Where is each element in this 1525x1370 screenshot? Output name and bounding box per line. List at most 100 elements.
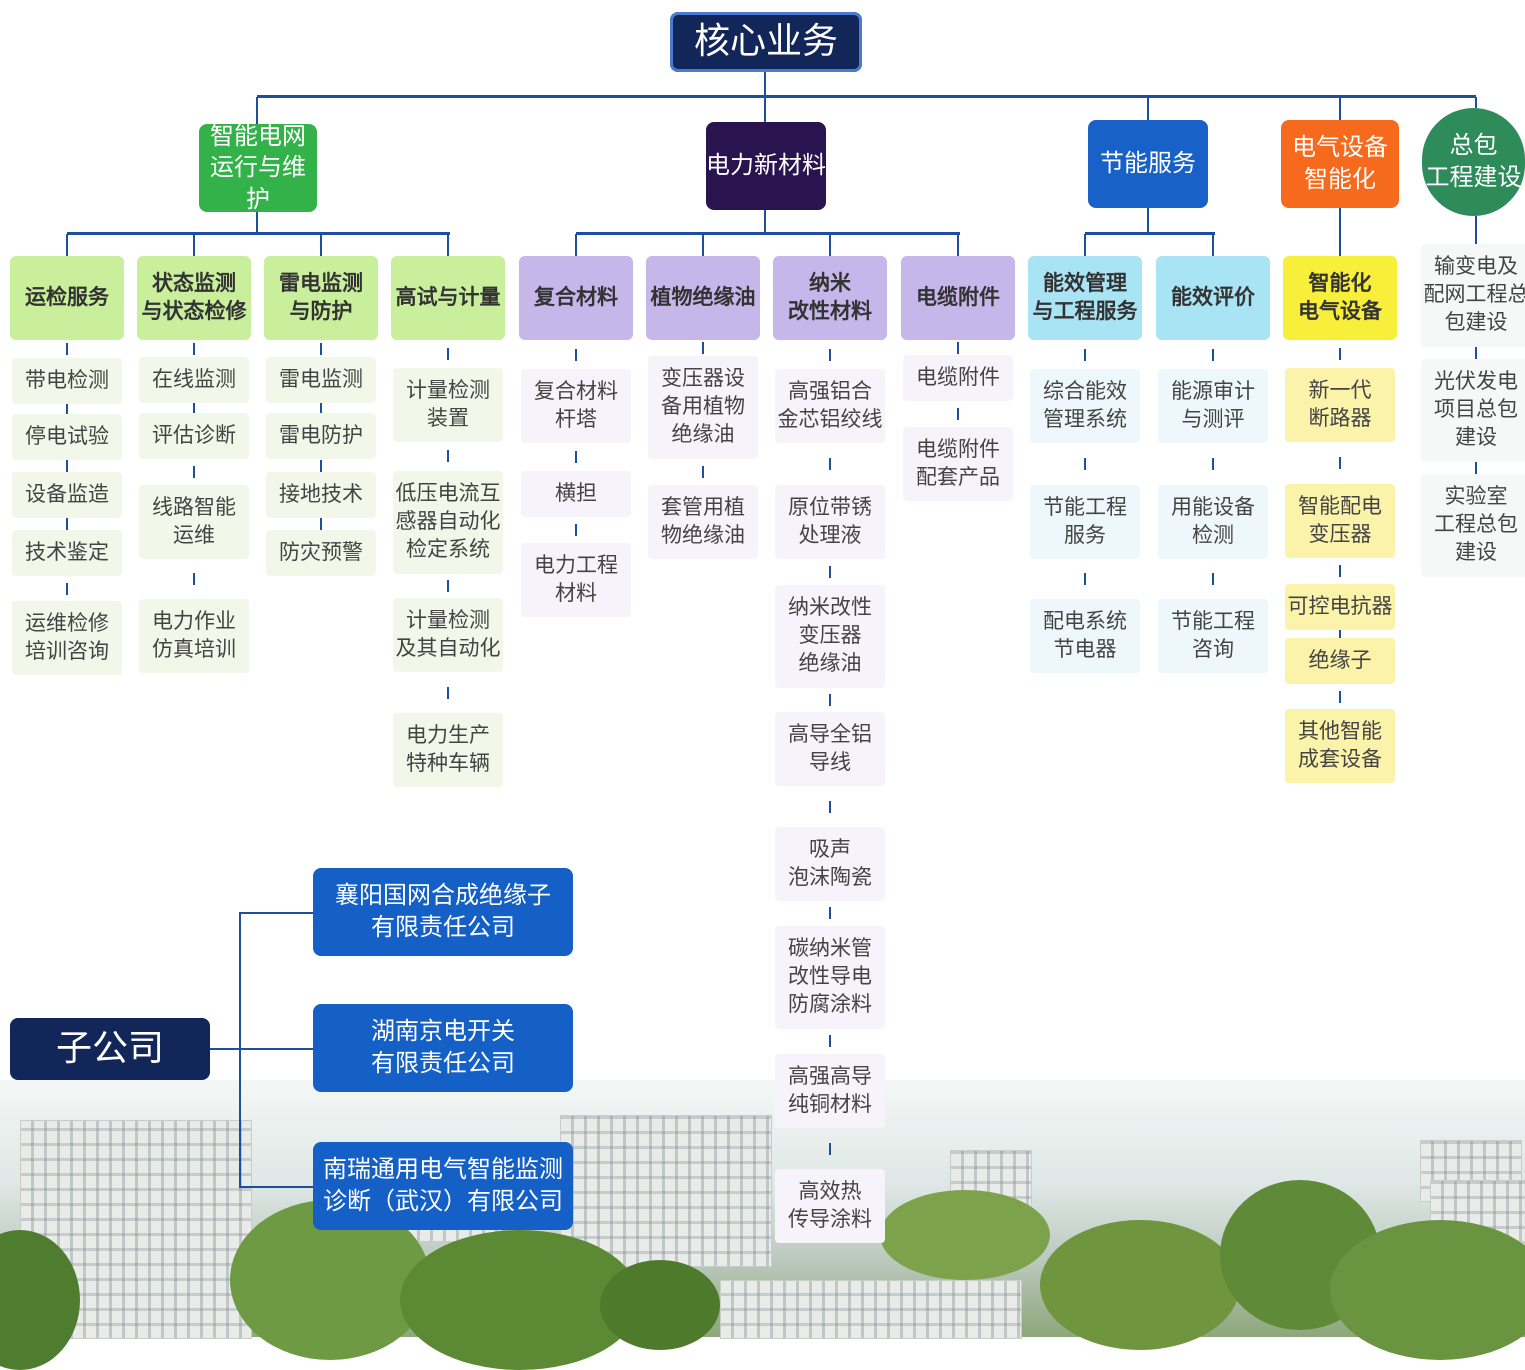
column-item: 电力工程 材料 (521, 543, 631, 617)
column-header: 雷电监测 与防护 (264, 256, 378, 340)
tree (1040, 1220, 1240, 1350)
connector-tick (829, 566, 831, 578)
connector-tick (66, 460, 68, 472)
category-3: 节能服务 (1088, 120, 1208, 208)
column-item: 新一代 断路器 (1285, 368, 1395, 442)
connector-tick (575, 524, 577, 536)
connector-tick (66, 583, 68, 595)
company-connector (240, 1048, 313, 1050)
column-item: 可控电抗器 (1285, 584, 1395, 630)
column-item: 计量检测 及其自动化 (393, 598, 503, 672)
column-item: 电力作业 仿真培训 (139, 599, 249, 673)
branch-drop (575, 234, 577, 256)
connector-tick (1475, 462, 1477, 474)
column-item: 节能工程 咨询 (1158, 599, 1268, 673)
column-item: 雷电监测 (266, 357, 376, 403)
column-item: 纳米改性 变压器 绝缘油 (775, 584, 885, 688)
connector-tick (320, 460, 322, 472)
column-item: 复合材料 杆塔 (521, 369, 631, 443)
branch-drop (829, 234, 831, 256)
connector-tick (447, 687, 449, 699)
category-stem (256, 97, 258, 124)
branch-drop (1339, 208, 1341, 256)
connector-tick (1339, 691, 1341, 703)
column-item: 输变电及 配网工程总 包建设 (1421, 243, 1525, 347)
connector-tick (320, 343, 322, 355)
connector-tick (1339, 565, 1341, 577)
column-header: 运检服务 (10, 256, 124, 340)
column-item: 低压电流互 感器自动化 检定系统 (393, 470, 503, 574)
connector-tick (957, 342, 959, 354)
column-item: 高效热 传导涂料 (775, 1169, 885, 1243)
column-item: 高强高导 纯铜材料 (775, 1054, 885, 1128)
column-item: 电力生产 特种车辆 (393, 713, 503, 787)
category-1: 智能电网 运行与维护 (199, 122, 317, 213)
branch-bus (67, 232, 450, 235)
column-item: 用能设备 检测 (1158, 485, 1268, 559)
connector-tick (193, 343, 195, 355)
connector-tick (193, 573, 195, 585)
connector-tick (1084, 349, 1086, 361)
column-item: 接地技术 (266, 472, 376, 518)
subsidiaries-bus (239, 912, 241, 1188)
column-item: 变压器设 备用植物 绝缘油 (648, 355, 758, 459)
subsidiaries-node: 子公司 (10, 1018, 210, 1080)
branch-drop (702, 234, 704, 256)
column-item: 电缆附件 配套产品 (903, 427, 1013, 501)
column-item: 雷电防护 (266, 413, 376, 459)
column-item: 光伏发电 项目总包 建设 (1421, 358, 1525, 462)
subsidiary-company: 南瑞通用电气智能监测 诊断（武汉）有限公司 (313, 1142, 573, 1230)
connector-tick (829, 458, 831, 470)
building (720, 1280, 1022, 1339)
tree (600, 1260, 720, 1350)
subsidiaries-stem (210, 1048, 240, 1050)
connector-tick (575, 349, 577, 361)
category-4: 电气设备 智能化 (1281, 120, 1399, 208)
column-item: 防灾预警 (266, 530, 376, 576)
column-header: 状态监测 与状态检修 (137, 256, 251, 340)
connector-tick (193, 466, 195, 478)
connector-tick (702, 342, 704, 354)
column-item: 线路智能 运维 (139, 485, 249, 559)
branch-stem (256, 212, 258, 233)
column-item: 智能配电 变压器 (1285, 484, 1395, 558)
branch-drop (1084, 234, 1086, 256)
column-item: 综合能效 管理系统 (1030, 369, 1140, 443)
branch-drop (320, 234, 322, 256)
category-stem (1339, 97, 1341, 120)
column-header: 能效评价 (1156, 256, 1270, 340)
column-header: 智能化 电气设备 (1283, 256, 1397, 340)
connector-tick (829, 907, 831, 919)
branch-drop (193, 234, 195, 256)
column-item: 在线监测 (139, 357, 249, 403)
connector-tick (1339, 348, 1341, 360)
org-chart: 核心业务智能电网 运行与维护电力新材料节能服务电气设备 智能化总包 工程建设运检… (0, 12, 1525, 1370)
branch-drop (447, 234, 449, 256)
company-connector (240, 1186, 313, 1188)
category-stem (1147, 97, 1149, 120)
root-stem (764, 72, 766, 96)
column-header: 植物绝缘油 (646, 256, 760, 340)
category-2: 电力新材料 (706, 122, 826, 210)
branch-drop (1212, 234, 1214, 256)
root-node: 核心业务 (670, 12, 862, 72)
column-header: 能效管理 与工程服务 (1028, 256, 1142, 340)
connector-tick (829, 1035, 831, 1047)
branch-drop (957, 234, 959, 256)
connector-tick (447, 450, 449, 462)
subsidiary-company: 襄阳国网合成绝缘子 有限责任公司 (313, 868, 573, 956)
column-item: 节能工程 服务 (1030, 485, 1140, 559)
connector-tick (829, 349, 831, 361)
connector-tick (320, 518, 322, 530)
tree (880, 1190, 1050, 1280)
connector-tick (702, 466, 704, 478)
subsidiary-company: 湖南京电开关 有限责任公司 (313, 1004, 573, 1092)
connector-tick (1084, 573, 1086, 585)
connector-tick (447, 348, 449, 360)
column-item: 高导全铝 导线 (775, 712, 885, 786)
connector-tick (1212, 349, 1214, 361)
connector-tick (1212, 458, 1214, 470)
root-bus (257, 95, 1476, 98)
column-header: 复合材料 (519, 256, 633, 340)
connector-tick (447, 580, 449, 592)
